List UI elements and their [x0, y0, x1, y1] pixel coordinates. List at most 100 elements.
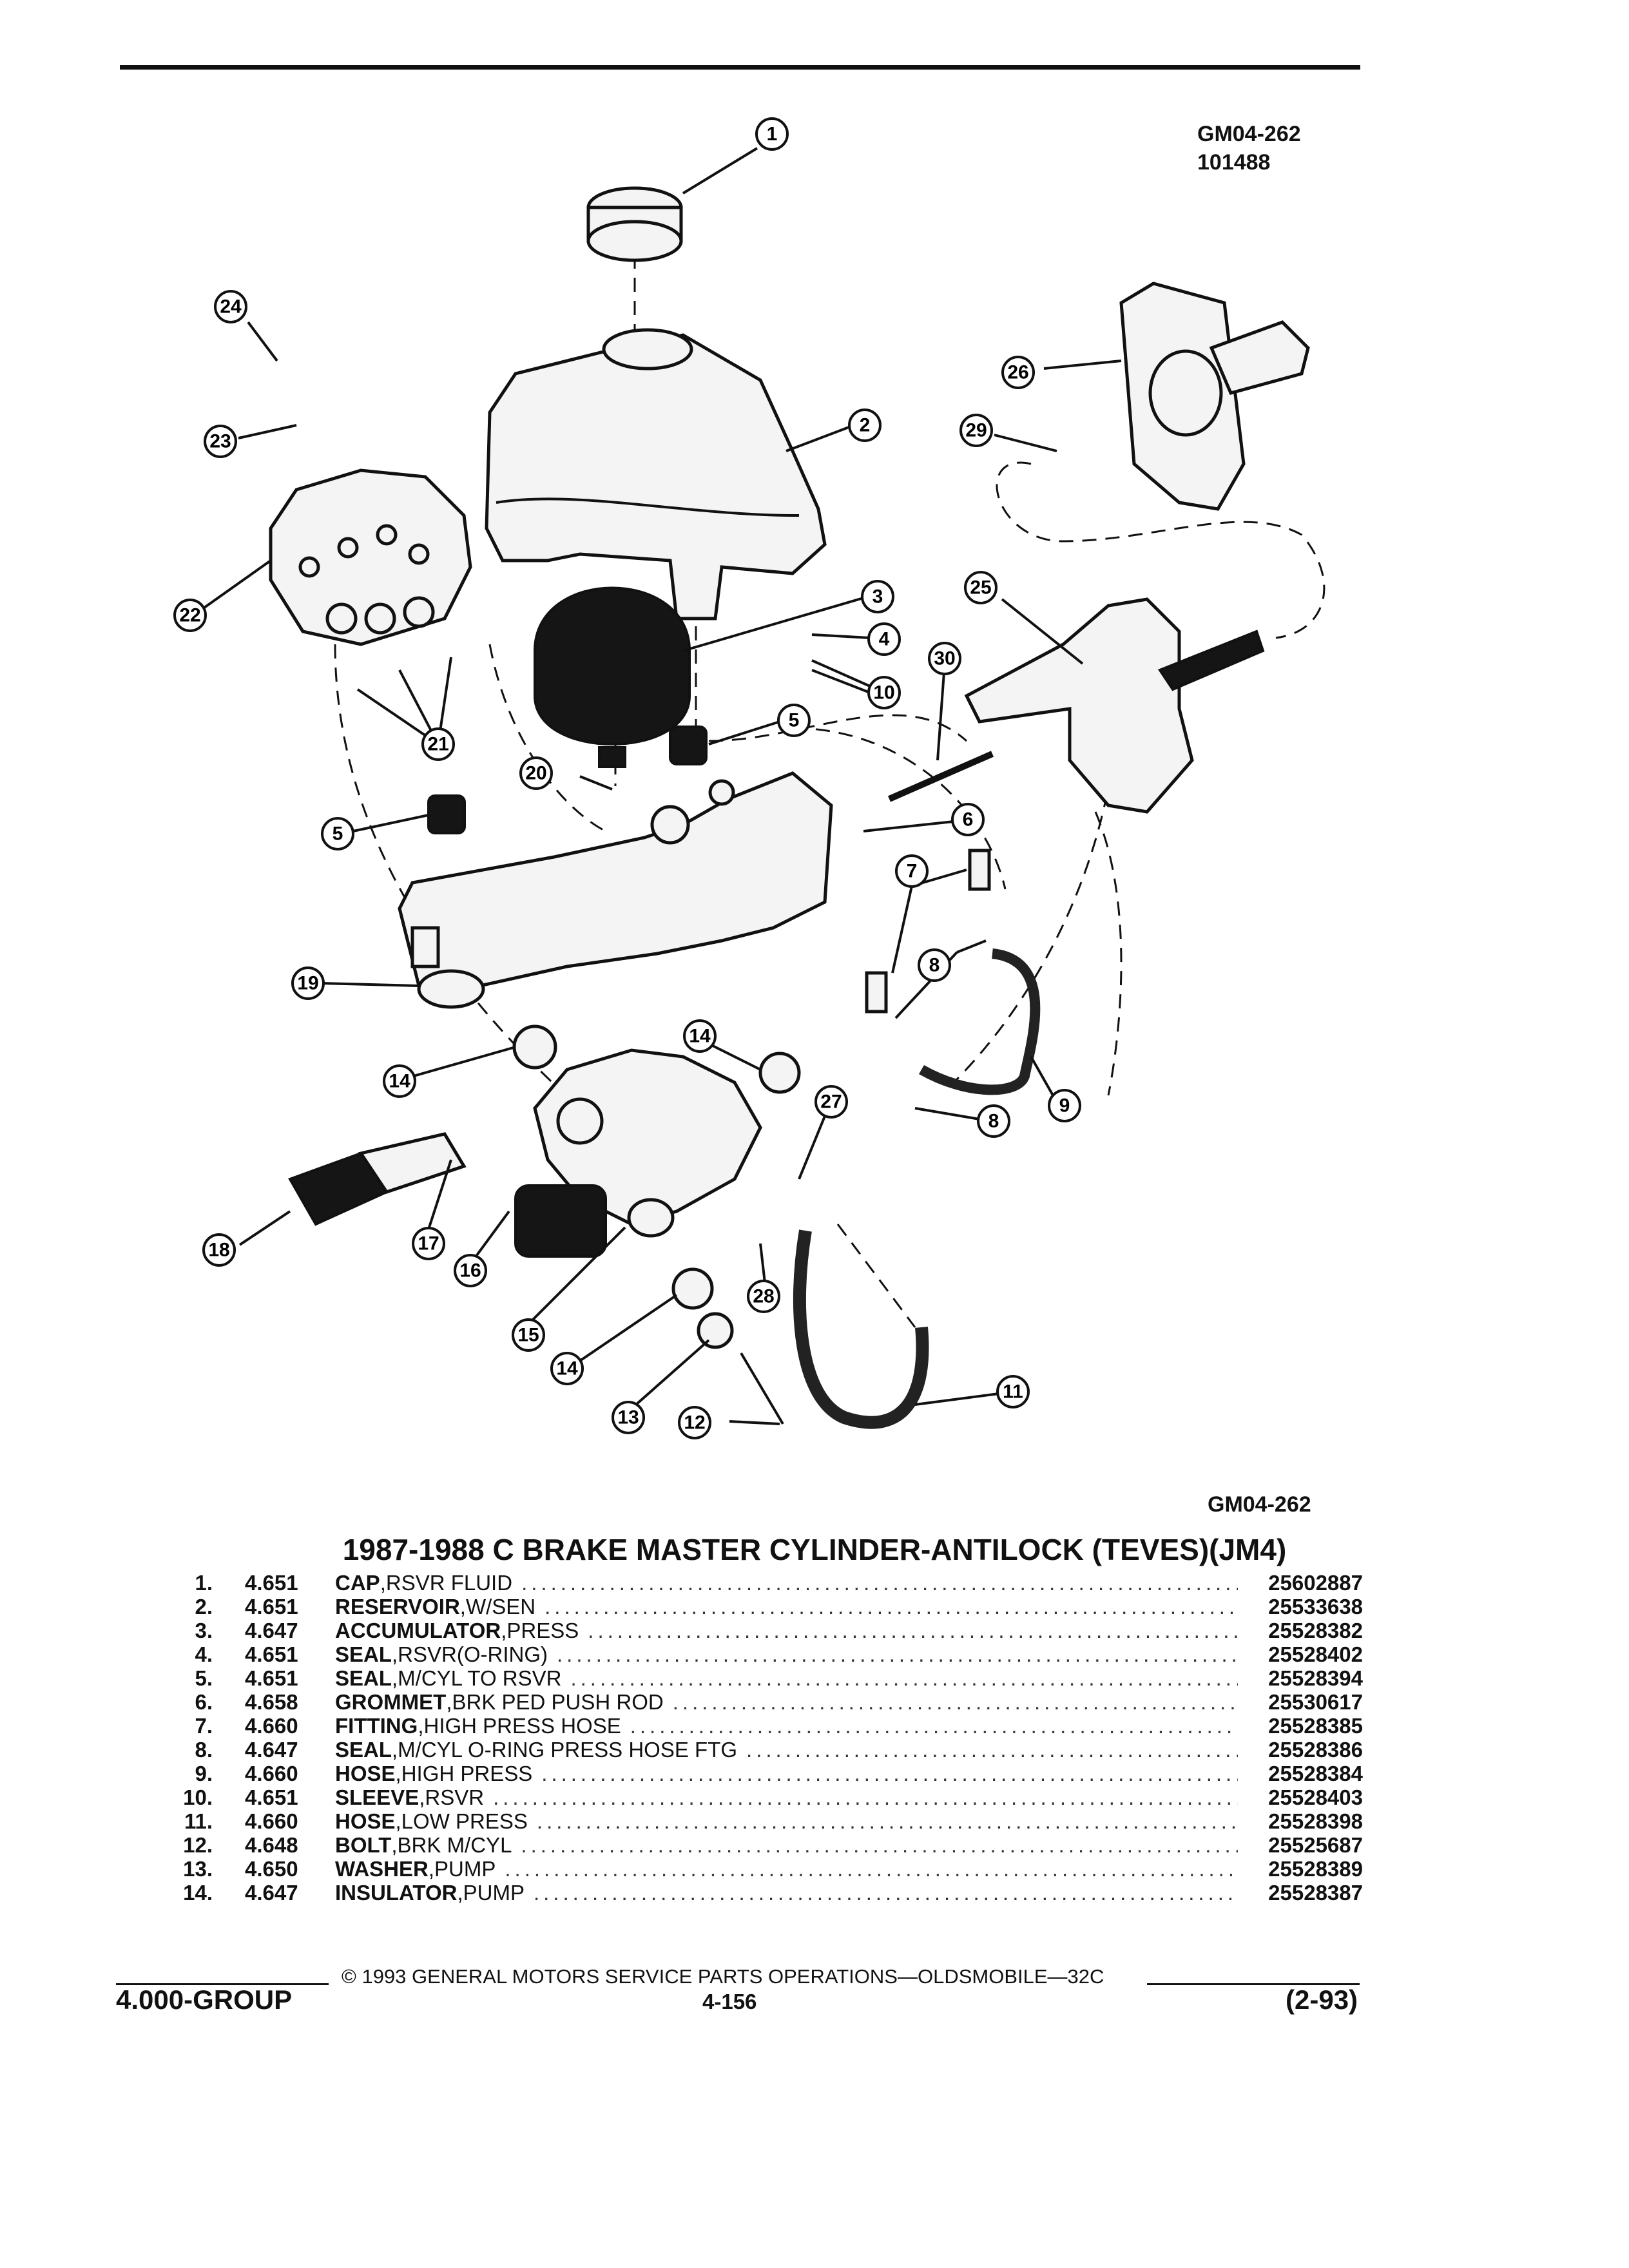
part-description: SEAL,M/CYL TO RSVR	[335, 1666, 1247, 1690]
callout-27: 27	[815, 1085, 848, 1119]
part-qualifier: ,RSVR FLUID	[380, 1571, 513, 1595]
item-number: 9.	[195, 1762, 213, 1785]
callout-5: 5	[777, 704, 811, 737]
part-description: SEAL,RSVR(O-RING)	[335, 1642, 1247, 1666]
group-number: 4.647	[245, 1619, 298, 1642]
group-number: 4.647	[245, 1881, 298, 1905]
item-number: 3.	[195, 1619, 213, 1642]
svg-text:26: 26	[1007, 362, 1028, 383]
svg-text:9: 9	[1059, 1095, 1070, 1117]
part-number: 25528403	[1268, 1785, 1363, 1809]
parts-list-row: 14. 4.647 INSULATOR,PUMP 25528387	[161, 1881, 1363, 1905]
dot-leader	[505, 1857, 1238, 1881]
part-name: BOLT	[335, 1833, 392, 1857]
callout-1: 1	[755, 117, 789, 151]
pedal-bracket-part	[964, 597, 1265, 814]
part-number: 25530617	[1268, 1690, 1363, 1714]
part-description: INSULATOR,PUMP	[335, 1881, 1247, 1905]
callout-13: 13	[612, 1401, 645, 1434]
callout-17: 17	[412, 1227, 445, 1260]
hose-fitting-part	[968, 849, 991, 891]
item-number: 7.	[195, 1714, 213, 1738]
top-rule	[120, 65, 1360, 70]
part-name: HOSE	[335, 1762, 396, 1785]
master-cylinder-body-part	[398, 771, 833, 1009]
group-number: 4.650	[245, 1857, 298, 1881]
insulator-part	[758, 1052, 801, 1094]
dot-leader	[493, 1785, 1238, 1809]
part-number: 25528382	[1268, 1619, 1363, 1642]
callout-21: 21	[421, 727, 455, 761]
callout-2: 2	[848, 408, 882, 442]
part-name: CAP	[335, 1571, 380, 1595]
part-qualifier: ,HIGH PRESS HOSE	[418, 1714, 621, 1738]
valve-block-part	[269, 468, 472, 646]
dot-leader	[545, 1595, 1238, 1619]
pump-bolt-part	[740, 1352, 784, 1425]
diagram-caption-code: GM04-262	[1208, 1492, 1311, 1517]
part-qualifier: ,RSVR	[419, 1785, 485, 1809]
svg-text:24: 24	[220, 296, 242, 318]
item-number: 12.	[183, 1833, 213, 1857]
part-qualifier: ,PUMP	[457, 1881, 525, 1905]
dot-leader	[746, 1738, 1238, 1762]
part-qualifier: ,PUMP	[428, 1857, 496, 1881]
item-number: 14.	[183, 1881, 213, 1905]
svg-text:12: 12	[684, 1412, 705, 1434]
dot-leader	[537, 1809, 1238, 1833]
svg-text:14: 14	[689, 1026, 711, 1047]
dot-leader	[630, 1714, 1238, 1738]
callout-3: 3	[861, 580, 894, 613]
callout-29: 29	[959, 414, 993, 447]
group-number: 4.651	[245, 1595, 298, 1619]
part-qualifier: ,W/SEN	[459, 1595, 536, 1619]
dot-leader	[673, 1690, 1238, 1714]
part-number: 25525687	[1268, 1833, 1363, 1857]
pushrod-seal-plate-part	[1119, 282, 1310, 511]
part-name: GROMMET	[335, 1690, 447, 1714]
part-number: 25528387	[1268, 1881, 1363, 1905]
parts-list-title: 1987-1988 C BRAKE MASTER CYLINDER-ANTILO…	[342, 1533, 1287, 1566]
part-description: CAP,RSVR FLUID	[335, 1571, 1247, 1595]
part-name: HOSE	[335, 1809, 396, 1833]
callout-9: 9	[1048, 1089, 1081, 1122]
svg-text:8: 8	[929, 955, 940, 976]
callout-12: 12	[678, 1406, 711, 1439]
figure-date-code: 101488	[1197, 150, 1271, 175]
part-number: 25528402	[1268, 1642, 1363, 1666]
part-name: INSULATOR	[335, 1881, 458, 1905]
group-number: 4.651	[245, 1666, 298, 1690]
callout-18: 18	[202, 1233, 236, 1267]
svg-text:19: 19	[297, 973, 318, 994]
part-qualifier: ,LOW PRESS	[395, 1809, 528, 1833]
svg-text:28: 28	[753, 1286, 774, 1307]
dot-leader	[534, 1881, 1238, 1905]
item-number: 4.	[195, 1642, 213, 1666]
group-number: 4.660	[245, 1809, 298, 1833]
dot-leader	[521, 1571, 1238, 1595]
footer-copyright: © 1993 GENERAL MOTORS SERVICE PARTS OPER…	[342, 1965, 1104, 1988]
item-number: 6.	[195, 1690, 213, 1714]
item-number: 5.	[195, 1666, 213, 1690]
group-number: 4.647	[245, 1738, 298, 1762]
part-description: ACCUMULATOR,PRESS	[335, 1619, 1247, 1642]
callout-23: 23	[204, 425, 237, 458]
callout-14: 14	[683, 1019, 717, 1053]
callout-11: 11	[996, 1375, 1030, 1408]
part-number: 25528398	[1268, 1809, 1363, 1833]
reservoir-cap-part	[586, 186, 683, 262]
svg-text:11: 11	[1003, 1381, 1023, 1403]
group-number: 4.660	[245, 1714, 298, 1738]
group-number: 4.658	[245, 1690, 298, 1714]
part-description: RESERVOIR,W/SEN	[335, 1595, 1247, 1619]
svg-text:2: 2	[860, 415, 871, 436]
part-number: 25528385	[1268, 1714, 1363, 1738]
figure-code: GM04-262	[1197, 122, 1301, 146]
part-description: SLEEVE,RSVR	[335, 1785, 1247, 1809]
part-name: FITTING	[335, 1714, 418, 1738]
